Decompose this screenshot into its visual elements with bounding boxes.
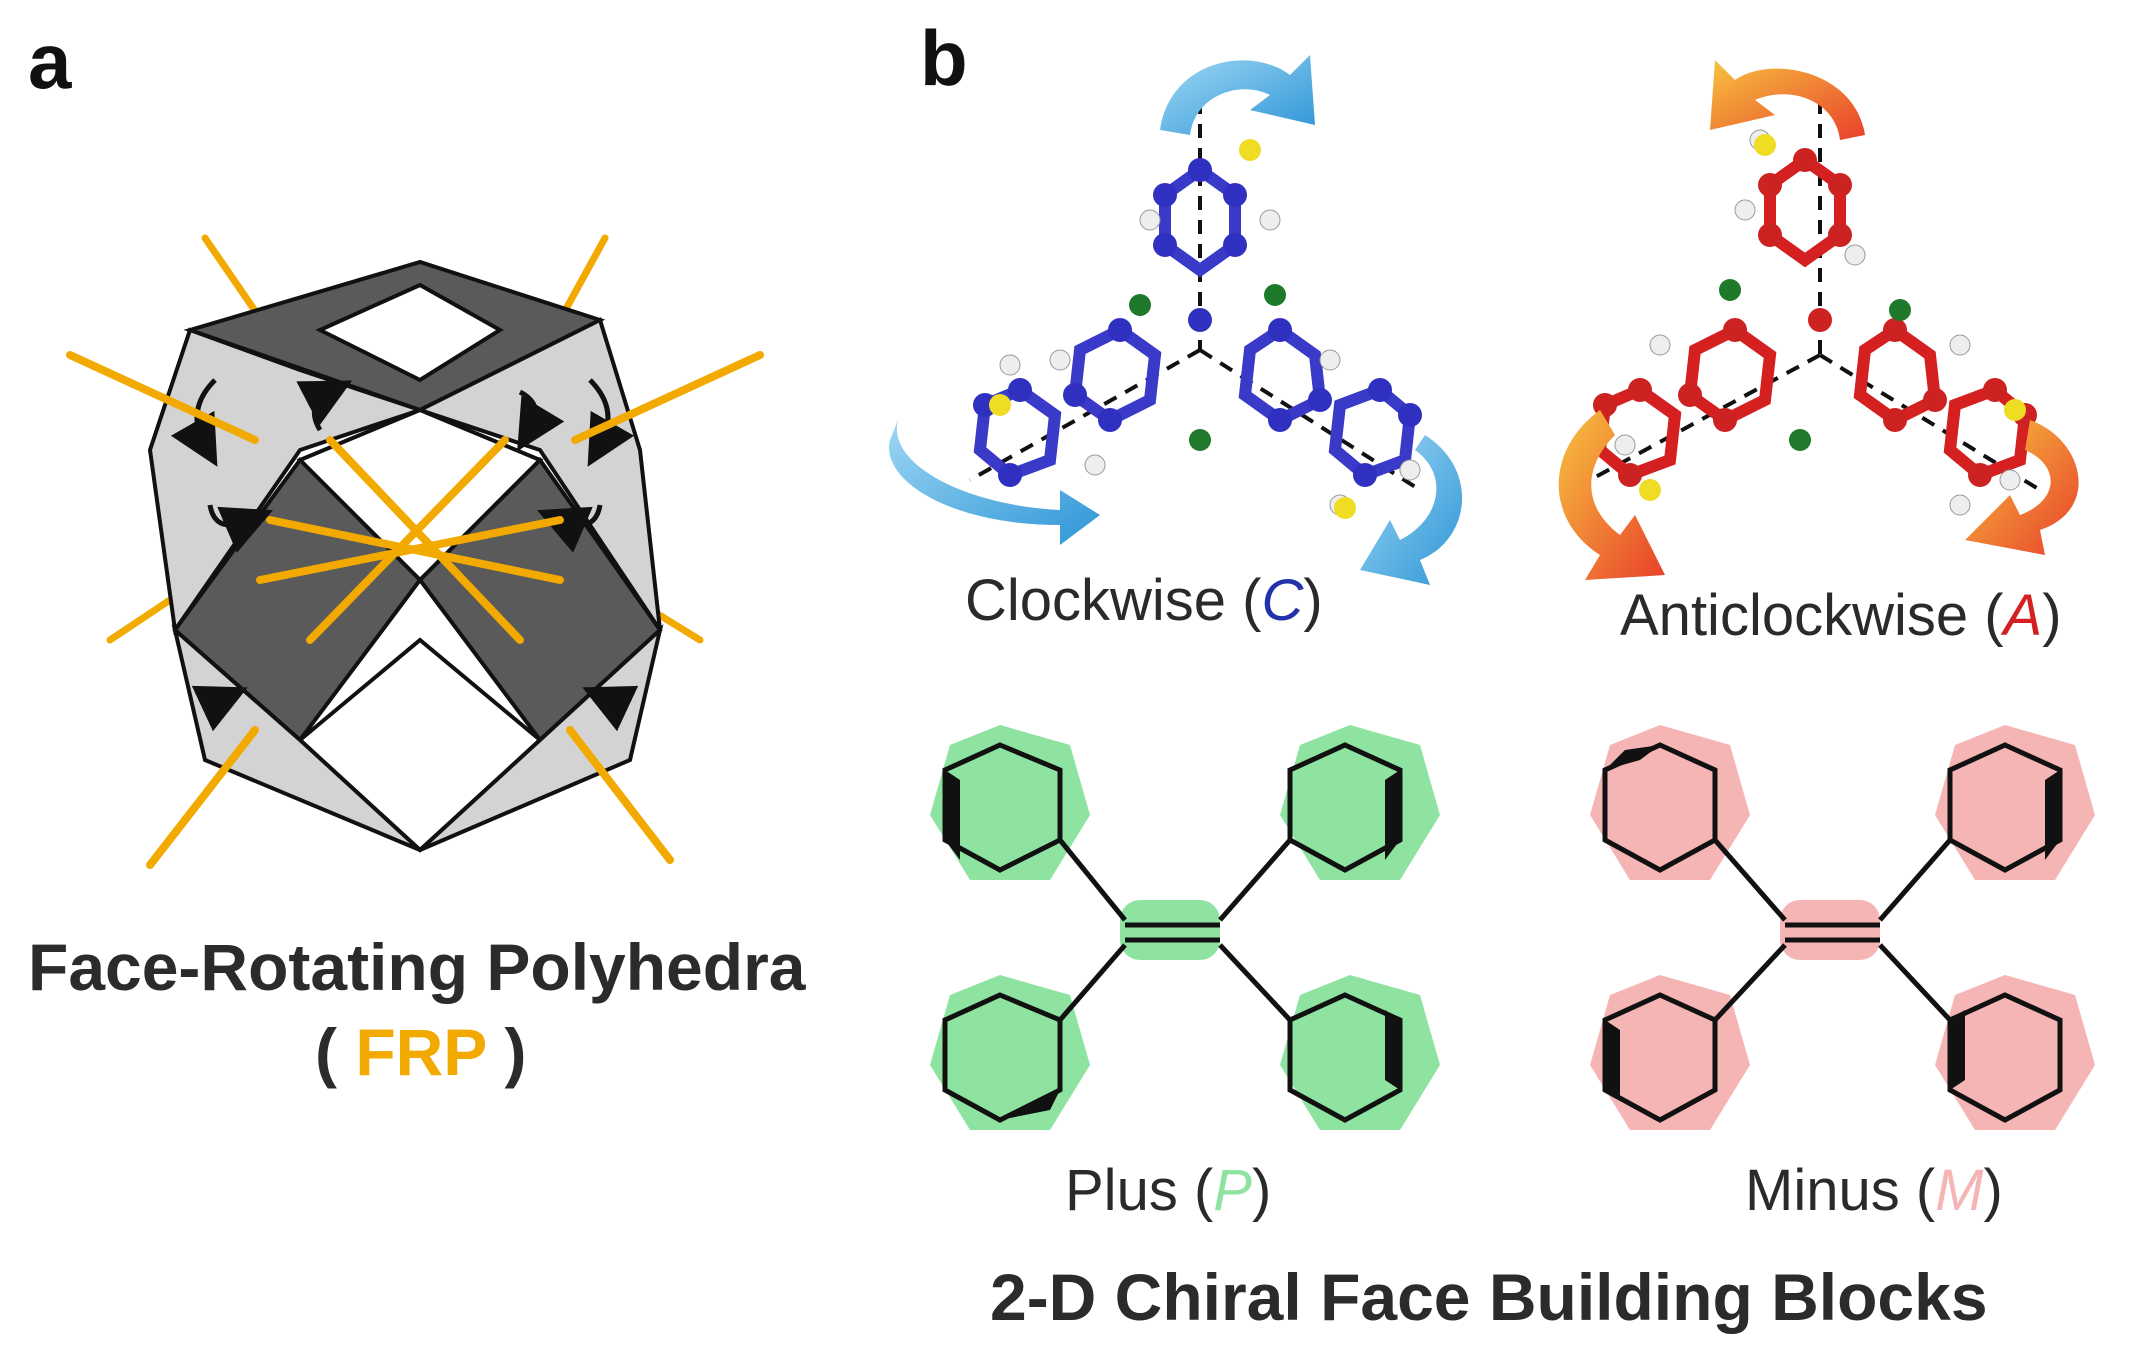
abbr-open: ( [315,1015,355,1089]
minus-molecule [1590,725,2095,1130]
caption-anticlockwise: Anticlockwise (A) [1620,583,2062,648]
symbol-c: C [1262,568,1305,633]
symbol-m: M [1935,1158,1984,1223]
panel-a-letter: a [28,17,72,105]
panel-a-abbr-line: ( FRP ) [315,1015,526,1089]
caption-plus: Plus (P) [1065,1158,1271,1223]
plus-molecule [930,725,1440,1130]
caption-clockwise: Clockwise (C) [965,568,1323,633]
abbr-close: ) [486,1015,526,1089]
panel-b-footer: 2-D Chiral Face Building Blocks [990,1260,1988,1334]
face-rotating-polyhedron [66,234,764,869]
clockwise-molecule [889,55,1463,585]
panel-a-title: Face-Rotating Polyhedra [28,930,807,1004]
caption-minus: Minus (M) [1745,1158,2003,1223]
abbr-frp: FRP [355,1015,486,1089]
panel-b-letter: b [920,14,968,102]
anticlockwise-molecule [1558,60,2079,580]
symbol-a: A [2001,583,2043,648]
symbol-p: P [1213,1158,1252,1223]
